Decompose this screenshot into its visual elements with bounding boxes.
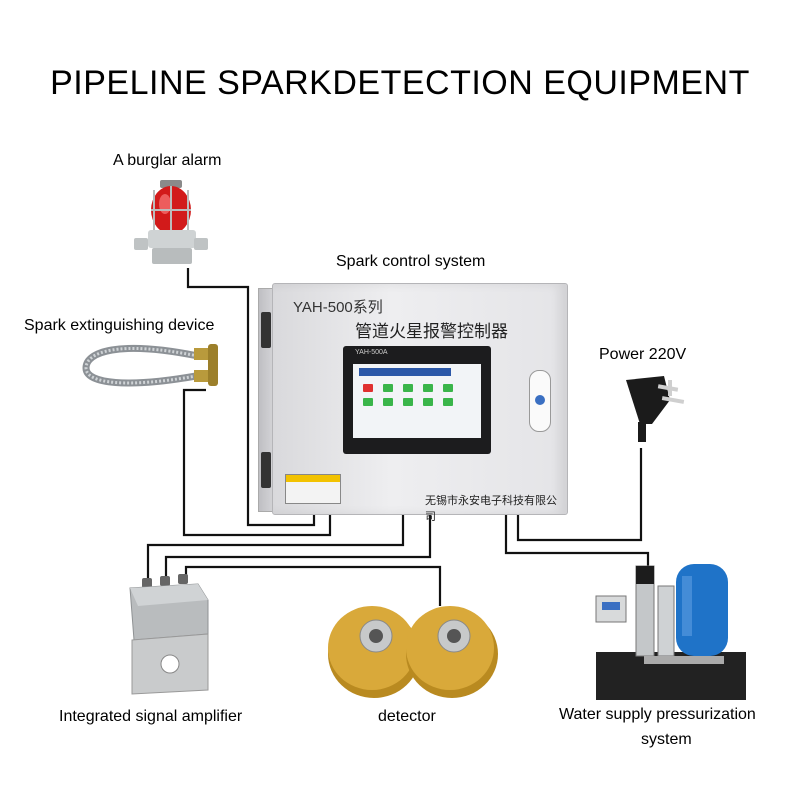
screen-header-bar [359, 368, 451, 376]
detector-label: detector [378, 708, 436, 725]
touch-screen-frame: YAH-500A [343, 346, 491, 454]
screen-status-cell [383, 384, 393, 392]
screen-status-cell [403, 398, 413, 406]
spark-control-label: Spark control system [336, 253, 486, 270]
handle-key-icon [535, 395, 545, 405]
spark-control-cabinet: YAH-500系列 管道火星报警控制器 YAH-500A 无锡市永安电子科技有限… [272, 283, 568, 523]
burglar-alarm-icon [134, 180, 208, 264]
water-system-label-2: system [641, 731, 692, 748]
wire-extinguisher [182, 388, 332, 537]
cabinet-hinge-top [261, 312, 271, 348]
screen-status-cell [423, 384, 433, 392]
cabinet-name: 管道火星报警控制器 [355, 322, 508, 342]
screen-status-cell [443, 384, 453, 392]
page-title: PIPELINE SPARKDETECTION EQUIPMENT [50, 64, 750, 102]
water-pump-system-icon [595, 564, 746, 700]
power-plug-icon [626, 376, 685, 442]
touch-screen[interactable] [353, 364, 481, 438]
screen-status-cell [403, 384, 413, 392]
cabinet-door-handle[interactable] [529, 370, 551, 432]
detector-icon [328, 606, 498, 698]
wire-water [504, 513, 650, 568]
screen-status-cell [383, 398, 393, 406]
burglar-alarm-label: A burglar alarm [113, 152, 222, 169]
screen-model-tag: YAH-500A [355, 349, 388, 356]
wire-alarm [186, 268, 316, 527]
screen-status-cell [363, 398, 373, 406]
cabinet-model: YAH-500系列 [293, 299, 383, 316]
cabinet-company: 无锡市永安电子科技有限公司 [425, 494, 557, 523]
cabinet-hinge-bottom [261, 452, 271, 488]
signal-amplifier-icon [129, 574, 209, 695]
water-system-label-1: Water supply pressurization [559, 706, 756, 723]
warning-sticker [285, 474, 341, 504]
amplifier-label: Integrated signal amplifier [59, 708, 243, 725]
screen-status-cell [423, 398, 433, 406]
extinguishing-hose-icon [82, 344, 218, 387]
extinguishing-device-label: Spark extinguishing device [24, 317, 215, 334]
screen-status-cell [363, 384, 373, 392]
wire-amplifier-1 [146, 513, 405, 582]
power-label: Power 220V [599, 346, 687, 363]
wire-amplifier-2 [164, 513, 432, 582]
wire-power [516, 448, 643, 542]
screen-status-cell [443, 398, 453, 406]
